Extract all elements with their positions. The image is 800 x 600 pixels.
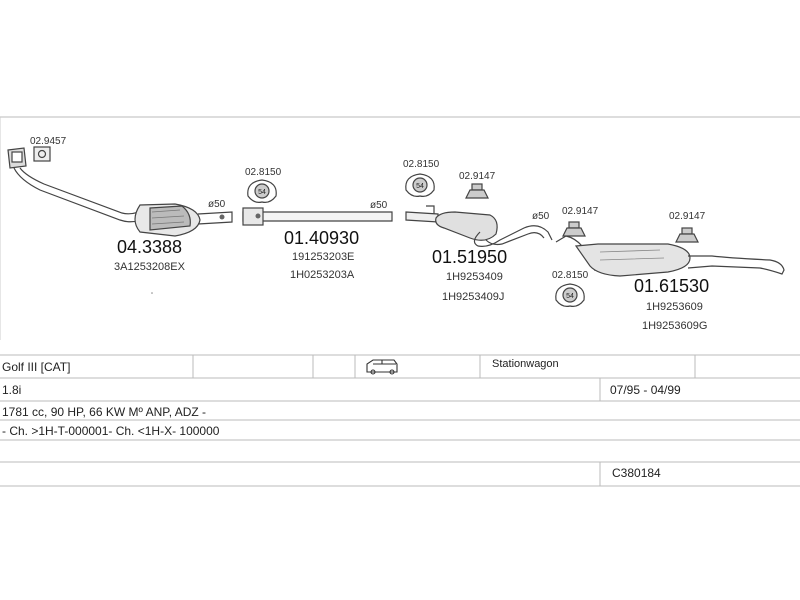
vehicle-body-type: Stationwagon (492, 358, 559, 370)
clamp-icon: 54 (247, 179, 277, 203)
speck (151, 292, 153, 294)
svg-text:54: 54 (416, 183, 424, 190)
svg-text:54: 54 (258, 189, 266, 196)
engine-label: 1.8i (2, 383, 22, 397)
oe-number: 1H9253409J (442, 291, 505, 303)
part-number-main: 01.40930 (284, 228, 360, 248)
clamp-part-number: 02.8150 (552, 270, 589, 281)
clamp-icon: 54 (555, 283, 585, 307)
part-number-main: 01.51950 (432, 247, 508, 267)
chassis-range: - Ch. >1H-T-000001- Ch. <1H-X- 100000 (2, 424, 220, 438)
gasket-part-number: 02.9457 (30, 136, 67, 147)
svg-text:54: 54 (566, 293, 574, 300)
oe-number: 1H9253609G (642, 320, 708, 332)
station-wagon-icon (366, 359, 398, 375)
oe-number: 191253203E (292, 251, 355, 263)
oe-number: 1H0253203A (290, 269, 355, 281)
hanger-part-number: 02.9147 (669, 211, 706, 222)
oe-number: 3A1253208EX (114, 261, 185, 273)
part-number-main: 04.3388 (117, 237, 183, 257)
clamp-icon: 54 (405, 173, 435, 197)
diameter-label: ø50 (532, 211, 550, 222)
rear-silencer (555, 235, 785, 277)
hanger-part-number: 02.9147 (459, 171, 496, 182)
centre-silencer (405, 205, 553, 247)
engine-spec: 1781 cc, 90 HP, 66 KW Mº ANP, ADZ - (2, 405, 207, 419)
diameter-label: ø50 (370, 200, 388, 211)
hanger-icon (562, 221, 586, 237)
clamp-part-number: 02.8150 (403, 159, 440, 170)
clamp-part-number: 02.8150 (245, 167, 282, 178)
hanger-part-number: 02.9147 (562, 206, 599, 217)
part-number-main: 01.61530 (634, 276, 710, 296)
catalog-code: C380184 (612, 466, 661, 480)
gasket-icon (33, 146, 51, 162)
production-years: 07/95 - 04/99 (610, 383, 681, 397)
hanger-icon (465, 183, 489, 199)
oe-number: 1H9253609 (646, 301, 703, 313)
front-pipe-catalyst (7, 147, 233, 237)
intermediate-pipe (242, 207, 393, 226)
vehicle-model: Golf III [CAT] (2, 360, 71, 374)
hanger-icon (675, 227, 699, 243)
exhaust-diagram: 54 54 54 (0, 116, 800, 340)
oe-number: 1H9253409 (446, 271, 503, 283)
diameter-label: ø50 (208, 199, 226, 210)
